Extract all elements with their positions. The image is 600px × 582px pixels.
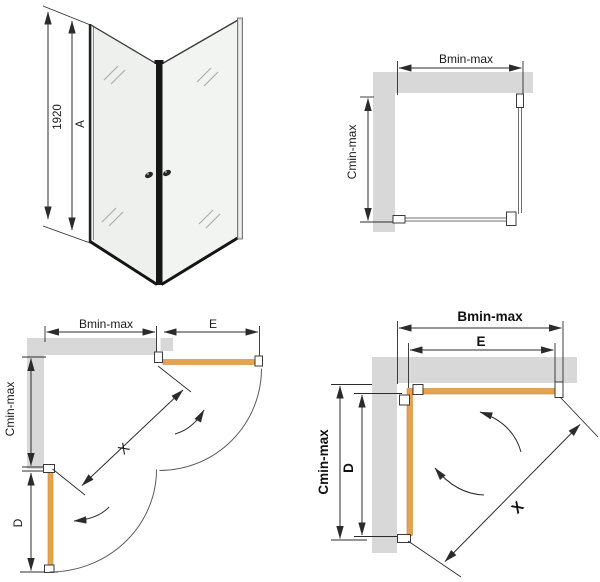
extension-line-diagonal: [157, 365, 192, 393]
view-3d-shower-enclosure: 1920 A: [42, 5, 243, 286]
shine-mark: [196, 67, 212, 83]
glass-door-left: [90, 24, 158, 285]
shine-mark: [198, 209, 214, 225]
bottom-rail-right: [160, 236, 240, 286]
dim-label-b: Bmin-max: [439, 52, 493, 66]
swing-direction-arrow-top: [174, 409, 205, 435]
swing-direction-arrow-top: [479, 411, 522, 453]
dim-label-1920: 1920: [52, 104, 64, 130]
door-handle-right: [162, 169, 172, 177]
swing-direction-arrow-bottom: [434, 467, 485, 496]
plan-view-dimensions: Bmin-max Cmin-max: [345, 52, 533, 232]
hinge-bracket-top: [412, 384, 424, 395]
door-handles: [144, 169, 172, 179]
shine-mark: [203, 71, 219, 87]
swing-direction-arrow-bottom: [73, 506, 110, 524]
end-profile-d: [44, 564, 55, 573]
dim-label-a: A: [75, 120, 87, 128]
top-edge-left: [90, 24, 157, 65]
wall-top-stub: [160, 338, 173, 351]
corner-connector: [506, 211, 517, 226]
end-profile-e: [254, 355, 263, 367]
extension-line-diagonal: [559, 396, 599, 438]
dim-label-c: Cmin-max: [316, 429, 331, 495]
dimension-line-x: [81, 389, 184, 486]
wall-left: [373, 93, 395, 232]
wall-profile-top-right: [516, 93, 524, 108]
dim-label-b: Bmin-max: [79, 317, 133, 331]
wall-left: [372, 383, 397, 553]
end-profile-bottom: [397, 534, 411, 543]
dim-label-c: Cmin-max: [345, 125, 359, 180]
plan-view-doors-open-inward: Bmin-max E Cmin-max D X: [316, 309, 599, 578]
dimension-line-x: [444, 424, 581, 562]
extension-line-top: [42, 5, 94, 27]
hinge-bracket-left: [399, 394, 410, 406]
extension-line-diagonal: [52, 468, 86, 496]
end-profile-right: [554, 381, 564, 398]
glass-shine-marks: [101, 65, 221, 229]
door-panel-d-folded: [406, 388, 413, 536]
wall-profile-bottom-left: [392, 215, 406, 224]
handle-highlight: [165, 171, 167, 173]
dim-label-c: Cmin-max: [3, 382, 17, 437]
shine-mark: [108, 211, 124, 227]
dim-label-e: E: [209, 317, 217, 331]
hinge-profile-left: [43, 464, 55, 473]
plan-view-doors-open-outward: Bmin-max E Cmin-max D X: [3, 317, 263, 573]
extension-line-bottom: [42, 225, 94, 245]
top-edge-right: [162, 19, 239, 65]
bottom-rail-left: [89, 240, 158, 286]
dim-label-e: E: [476, 334, 485, 349]
dim-label-x: X: [115, 439, 133, 457]
door-panel-e-open: [162, 359, 256, 365]
corner-post: [156, 62, 163, 285]
shine-mark: [103, 65, 119, 81]
dim-label-d: D: [11, 518, 25, 527]
shine-mark: [101, 207, 117, 223]
dim-label-x: X: [508, 498, 527, 517]
wall-top: [27, 338, 157, 355]
extension-line-diagonal: [407, 540, 462, 578]
door-handle-left: [144, 171, 154, 179]
wall-top: [373, 72, 533, 93]
door-swing-arc-bottom: [49, 469, 157, 573]
dim-label-b: Bmin-max: [457, 309, 523, 324]
handle-highlight: [147, 173, 149, 175]
wall-top: [372, 357, 577, 383]
wall-left: [27, 338, 44, 469]
dim-label-d: D: [341, 463, 356, 473]
shine-mark: [110, 69, 126, 85]
door-panel-e-folded: [408, 388, 556, 395]
door-panel-d-open: [47, 471, 54, 567]
hinge-profile-top: [154, 351, 163, 363]
door-swing-arc-top: [159, 368, 262, 471]
shine-mark: [205, 213, 221, 229]
